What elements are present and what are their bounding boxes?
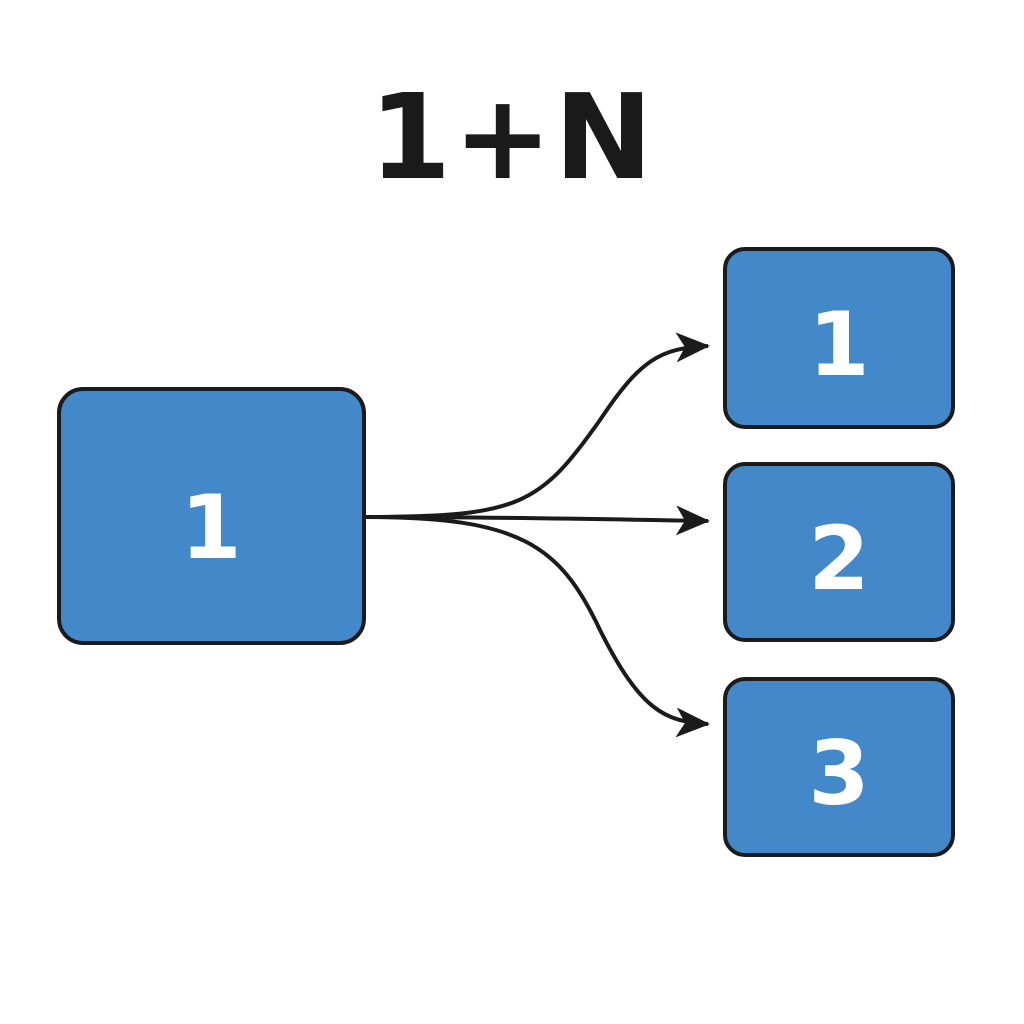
source-node: 1 (57, 387, 366, 645)
target-node-1-box (723, 247, 955, 429)
target-node-1: 1 (723, 247, 955, 429)
target-node-1-label: 1 (808, 293, 869, 396)
target-node-3: 3 (723, 677, 955, 857)
target-node-2: 2 (723, 462, 955, 642)
target-node-3-box (723, 677, 955, 857)
target-node-2-box (723, 462, 955, 642)
target-node-2-label: 2 (808, 507, 869, 610)
diagram-title: 1+N (369, 68, 655, 206)
source-node-box (57, 387, 366, 645)
edge-to-target-1 (365, 332, 710, 519)
source-node-label: 1 (180, 476, 241, 579)
edge-to-target-3 (365, 515, 710, 738)
target-node-3-label: 3 (808, 722, 869, 825)
